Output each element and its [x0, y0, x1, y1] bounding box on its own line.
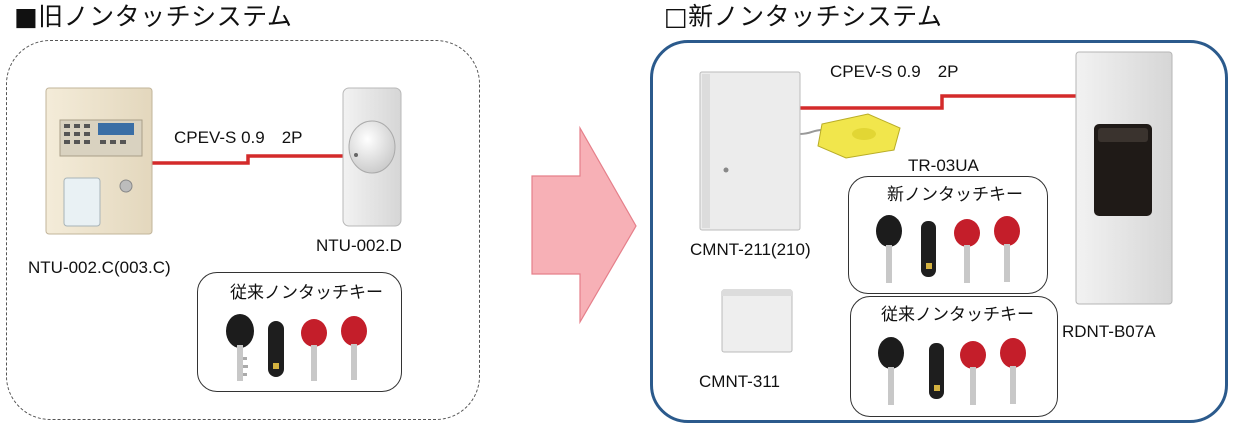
new-keys	[876, 215, 1020, 283]
old-system-frame	[6, 40, 480, 420]
new-sub-unit-label: CMNT-311	[699, 372, 780, 391]
usb-reader-unit	[817, 113, 901, 159]
red-key-icon	[1000, 338, 1026, 404]
new-reader-label: RDNT-B07A	[1062, 322, 1156, 341]
transition-arrow	[531, 125, 637, 325]
usb-reader-label: TR-03UA	[908, 156, 979, 175]
old-cable-label: CPEV-S 0.9 2P	[174, 128, 303, 147]
new-system-frame	[650, 40, 1228, 423]
old-legacy-keys-title: 従来ノンタッチキー	[230, 283, 383, 303]
new-cable	[800, 94, 1078, 110]
new-system-title: □新ノンタッチシステム	[664, 2, 943, 31]
black-key-icon	[226, 314, 254, 381]
old-legacy-keys	[226, 314, 367, 381]
old-controller-label: NTU-002.C(003.C)	[28, 258, 171, 277]
new-reader-unit	[1075, 51, 1173, 305]
black-fob-icon	[929, 343, 944, 399]
new-controller-label: CMNT-211(210)	[690, 240, 811, 259]
red-key-icon	[301, 319, 327, 381]
black-key-icon	[876, 215, 902, 283]
old-cable	[150, 154, 345, 165]
old-reader-label: NTU-002.D	[316, 236, 402, 255]
new-legacy-keys-title: 従来ノンタッチキー	[881, 305, 1034, 325]
usb-cable	[799, 129, 823, 135]
old-controller-unit	[45, 87, 153, 235]
new-sub-unit	[721, 289, 793, 353]
black-key-icon	[878, 337, 904, 405]
red-key-icon	[960, 341, 986, 405]
black-fob-icon	[268, 321, 284, 377]
old-legacy-key-box: 従来ノンタッチキー	[197, 272, 402, 392]
new-legacy-keys	[878, 337, 1026, 405]
new-key-box: 新ノンタッチキー	[848, 176, 1048, 294]
red-key-icon	[341, 316, 367, 380]
black-fob-icon	[921, 221, 936, 277]
old-system-title: ■旧ノンタッチシステム	[14, 2, 293, 31]
new-controller-unit	[699, 71, 801, 231]
new-keys-title: 新ノンタッチキー	[887, 185, 1023, 205]
new-legacy-key-box: 従来ノンタッチキー	[850, 296, 1058, 417]
red-key-icon	[994, 216, 1020, 282]
old-reader-unit	[342, 87, 402, 227]
red-key-icon	[954, 219, 980, 283]
new-cable-label: CPEV-S 0.9 2P	[830, 62, 959, 81]
